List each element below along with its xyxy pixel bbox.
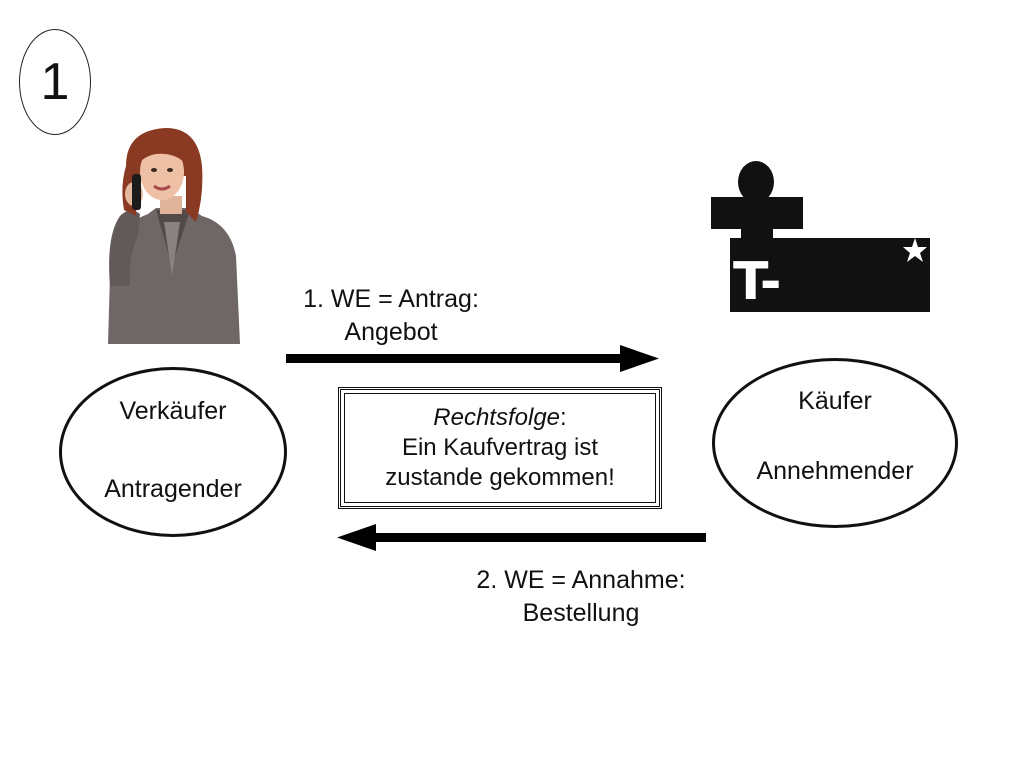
- legal-consequence-line2: zustande gekommen!: [385, 464, 615, 491]
- acceptance-message: 2. WE = Annahme: Bestellung: [440, 564, 722, 630]
- legal-consequence-line1: Ein Kaufvertrag ist: [401, 434, 599, 461]
- seller-role: Antragender: [104, 475, 242, 503]
- arrow-right-icon: [286, 345, 659, 372]
- buyer-role: Annehmender: [756, 457, 914, 485]
- buyer-name: Käufer: [798, 387, 872, 415]
- slide-number: 1: [40, 53, 70, 111]
- offer-message: 1. WE = Antrag: Angebot: [276, 283, 506, 349]
- seller-oval: [59, 367, 287, 537]
- buyer-oval: [712, 358, 958, 528]
- acceptance-message-line1: 2. WE = Annahme:: [476, 566, 686, 594]
- legal-consequence-label: Rechtsfolge: [433, 404, 561, 431]
- offer-message-line1: 1. WE = Antrag:: [303, 285, 479, 313]
- legal-consequence-box: Rechtsfolge: Ein Kaufvertrag ist zustand…: [338, 387, 662, 509]
- t-star-logo: [711, 161, 930, 312]
- slide-number-badge: 1: [19, 29, 91, 135]
- seller-name: Verkäufer: [119, 397, 227, 425]
- legal-consequence-heading: Rechtsfolge:: [433, 403, 566, 433]
- offer-message-line2: Angebot: [344, 318, 438, 346]
- acceptance-message-line2: Bestellung: [522, 599, 640, 627]
- arrow-left-icon: [337, 524, 706, 551]
- legal-consequence-colon: :: [560, 404, 567, 431]
- woman-on-phone-image: [108, 128, 240, 344]
